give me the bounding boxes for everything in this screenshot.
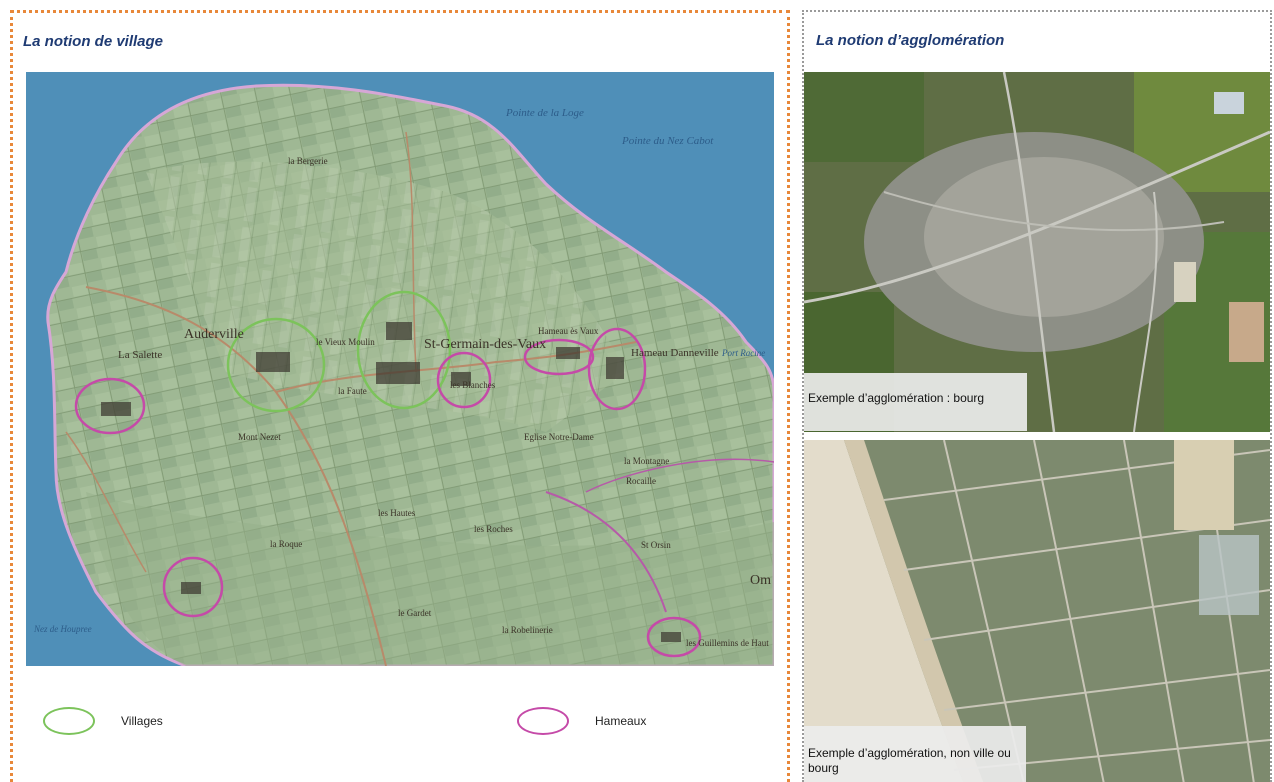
hamlet-circle xyxy=(74,377,146,435)
map-label-pointe-loge: Pointe de la Loge xyxy=(505,107,584,119)
map-label-la-montagne: la Montagne xyxy=(624,456,669,466)
village-map[interactable]: Auderville St-Germain-des-Vaux Hameau Da… xyxy=(26,72,774,666)
agglomeration-panel: La notion d’agglomération Exemple d’aggl… xyxy=(802,10,1272,782)
purple-ellipse-icon xyxy=(517,707,569,735)
map-label-les-roches: les Roches xyxy=(474,524,513,534)
map-label-eglise: Eglise Notre-Dame xyxy=(524,432,594,442)
hamlet-circle xyxy=(162,556,224,618)
map-label-auderville: Auderville xyxy=(184,327,244,342)
bourg-caption: Exemple d’agglomération : bourg xyxy=(804,373,1027,431)
map-label-le-gardet: le Gardet xyxy=(398,608,432,618)
map-label-les-hautes: les Hautes xyxy=(378,508,416,518)
map-label-omonville: Om xyxy=(750,573,771,588)
map-label-port-racine: Port Racine xyxy=(721,348,765,358)
aerial-photo-non-ville[interactable]: Exemple d’agglomération, non ville ou bo… xyxy=(804,440,1270,782)
map-label-hameau-danneville: Hameau Danneville xyxy=(631,347,719,359)
map-label-la-roque: la Roque xyxy=(270,539,302,549)
hamlet-circle xyxy=(646,616,702,658)
non-ville-caption: Exemple d’agglomération, non ville ou bo… xyxy=(804,726,1026,782)
map-label-mont-nezet: Mont Nezet xyxy=(238,432,281,442)
legend-villages: Villages xyxy=(43,707,163,735)
village-panel: La notion de village xyxy=(10,10,790,782)
map-label-la-bergerie: la Bergerie xyxy=(288,156,328,166)
hamlet-circle xyxy=(587,327,647,411)
map-label-la-robelinerie: la Robelinerie xyxy=(502,625,553,635)
village-circle xyxy=(356,290,452,410)
map-label-le-vieux-moulin: le Vieux Moulin xyxy=(316,337,375,347)
map-label-les-guillemins: les Guillemins de Haut xyxy=(686,638,769,648)
hamlet-circle xyxy=(436,351,492,409)
map-label-st-germain: St-Germain-des-Vaux xyxy=(424,337,546,352)
map-label-la-salette: La Salette xyxy=(118,349,162,361)
legend-hameaux: Hameaux xyxy=(517,707,646,735)
legend-villages-label: Villages xyxy=(121,714,163,728)
map-label-st-orsin: St Orsin xyxy=(641,540,671,550)
map-label-hameau-es-vaux: Hameau ès Vaux xyxy=(538,326,599,336)
green-ellipse-icon xyxy=(43,707,95,735)
map-label-rocaille: Rocaille xyxy=(626,476,656,486)
map-label-pointe-nez: Pointe du Nez Cabot xyxy=(621,135,714,147)
aerial-non-ville-svg xyxy=(804,440,1270,782)
agglomeration-panel-title: La notion d’agglomération xyxy=(816,32,1005,49)
aerial-photo-bourg[interactable]: Exemple d’agglomération : bourg xyxy=(804,72,1270,432)
legend-hameaux-label: Hameaux xyxy=(595,714,647,728)
village-circle xyxy=(226,317,326,413)
hamlet-circle xyxy=(523,338,595,376)
map-label-les-blanches: les Blanches xyxy=(450,380,496,390)
topographic-map-svg: Auderville St-Germain-des-Vaux Hameau Da… xyxy=(26,72,774,666)
aerial-bourg-svg xyxy=(804,72,1270,432)
map-label-nez-de-houpree: Nez de Houpree xyxy=(33,624,92,634)
map-label-la-faute: la Faute xyxy=(338,386,367,396)
village-panel-title: La notion de village xyxy=(23,33,164,50)
